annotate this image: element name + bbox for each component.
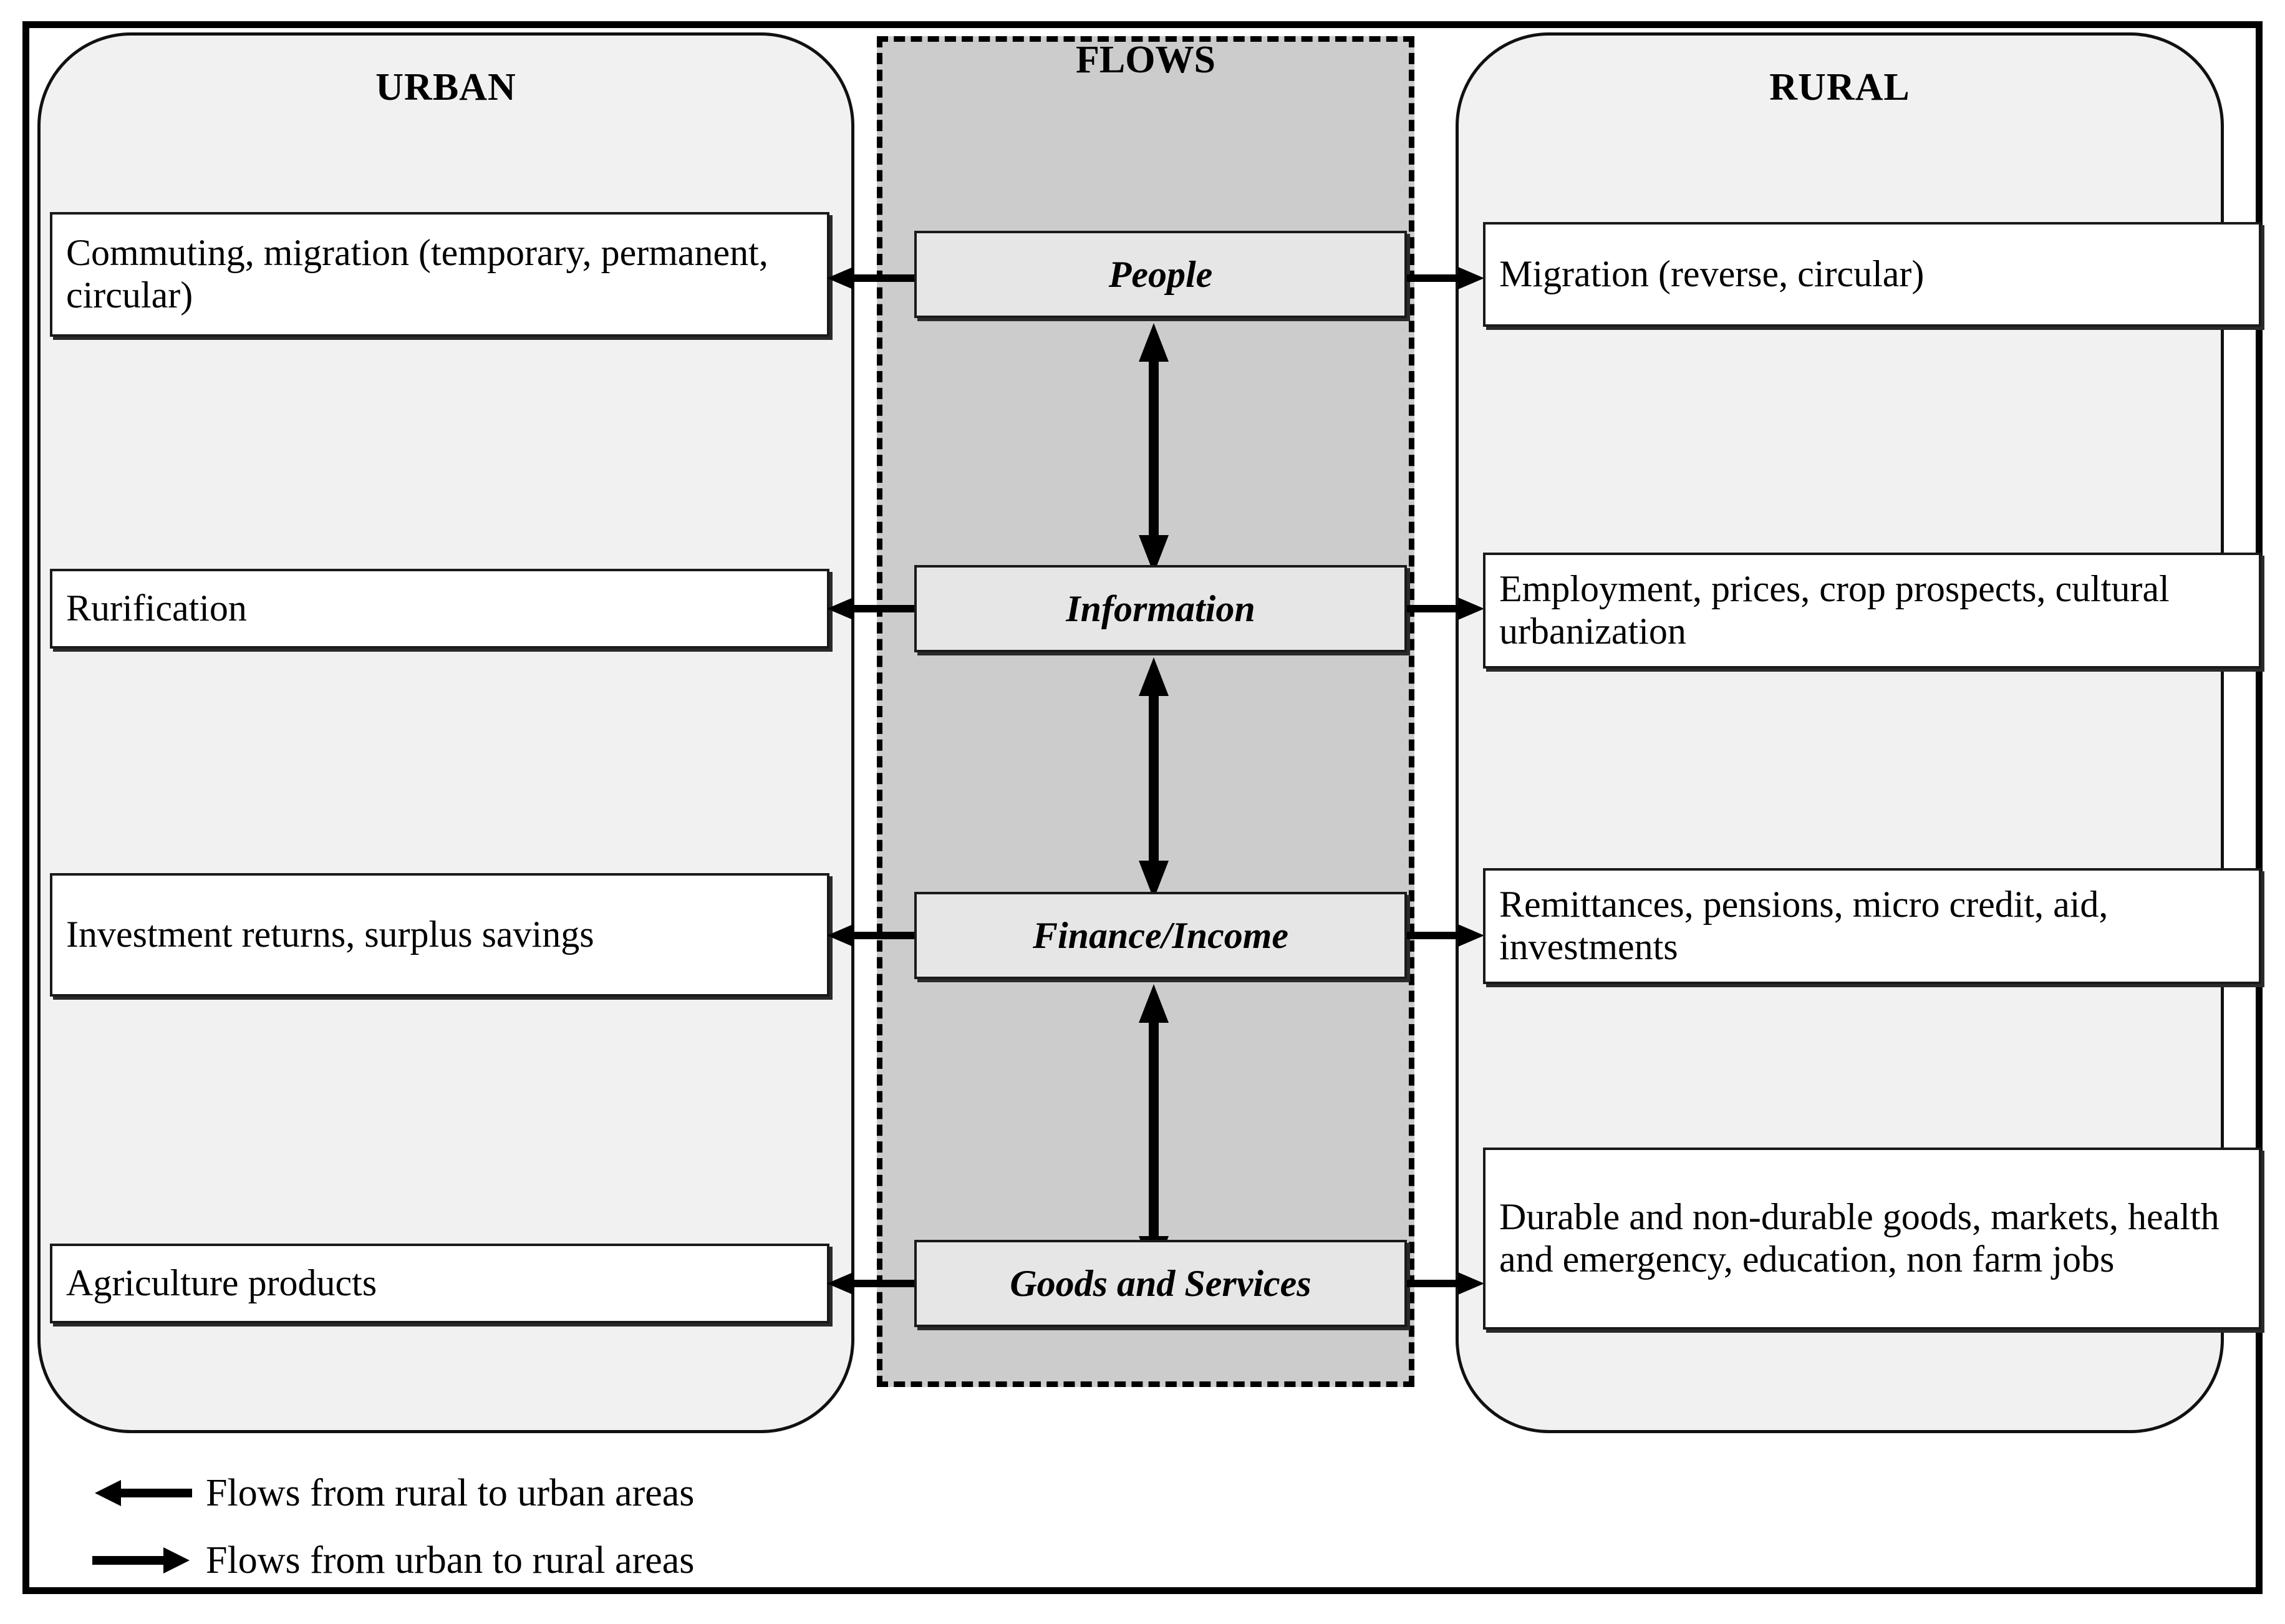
flow-box-finance-label: Finance/Income (1032, 914, 1288, 956)
arrow-people-to-rural (1407, 264, 1488, 292)
urban-box-people-label: Commuting, migration (temporary, permane… (66, 232, 768, 316)
urban-box-goods: Agriculture products (50, 1244, 829, 1323)
arrow-people-to-urban (823, 264, 923, 292)
legend: Flows from rural to urban areas Flows fr… (92, 1459, 1152, 1594)
flow-box-information-label: Information (1066, 587, 1255, 629)
rural-box-finance-label: Remittances, pensions, micro credit, aid… (1499, 884, 2109, 967)
arrow-left-icon (92, 1478, 192, 1508)
legend-label-rural-to-urban: Flows from rural to urban areas (206, 1471, 695, 1514)
urban-title: URBAN (375, 66, 516, 109)
urban-box-information: Rurification (50, 569, 829, 649)
rural-box-goods: Durable and non-durable goods, markets, … (1483, 1148, 2261, 1330)
rural-box-people-label: Migration (reverse, circular) (1499, 253, 1925, 295)
arrow-finance-to-rural (1407, 922, 1488, 949)
flow-box-people: People (914, 231, 1407, 318)
rural-title: RURAL (1769, 66, 1910, 109)
flow-box-goods-label: Goods and Services (1010, 1262, 1312, 1304)
arrow-information-finance (1134, 657, 1174, 899)
rural-box-information-label: Employment, prices, crop prospects, cult… (1499, 568, 2170, 652)
rural-box-goods-label: Durable and non-durable goods, markets, … (1499, 1196, 2220, 1280)
rural-box-information: Employment, prices, crop prospects, cult… (1483, 553, 2261, 669)
arrow-right-icon (92, 1545, 192, 1575)
legend-row-rural-to-urban: Flows from rural to urban areas (92, 1459, 1152, 1527)
arrow-finance-to-urban (823, 922, 923, 949)
arrow-people-information (1134, 323, 1174, 574)
legend-label-urban-to-rural: Flows from urban to rural areas (206, 1539, 695, 1582)
flow-box-information: Information (914, 565, 1407, 652)
urban-box-goods-label: Agriculture products (66, 1262, 377, 1304)
legend-row-urban-to-rural: Flows from urban to rural areas (92, 1527, 1152, 1594)
urban-box-information-label: Rurification (66, 587, 247, 629)
rural-box-people: Migration (reverse, circular) (1483, 222, 2261, 327)
arrow-goods-to-urban (823, 1270, 923, 1297)
urban-box-finance: Investment returns, surplus savings (50, 873, 829, 997)
arrow-finance-goods (1134, 984, 1174, 1275)
rural-box-finance: Remittances, pensions, micro credit, aid… (1483, 868, 2261, 984)
arrow-information-to-urban (823, 595, 923, 622)
urban-box-people: Commuting, migration (temporary, permane… (50, 212, 829, 337)
flow-box-goods: Goods and Services (914, 1240, 1407, 1327)
arrow-information-to-rural (1407, 595, 1488, 622)
flow-box-finance: Finance/Income (914, 892, 1407, 979)
arrow-goods-to-rural (1407, 1270, 1488, 1297)
flow-box-people-label: People (1108, 253, 1213, 295)
flows-title: FLOWS (1076, 39, 1215, 81)
urban-box-finance-label: Investment returns, surplus savings (66, 914, 594, 955)
